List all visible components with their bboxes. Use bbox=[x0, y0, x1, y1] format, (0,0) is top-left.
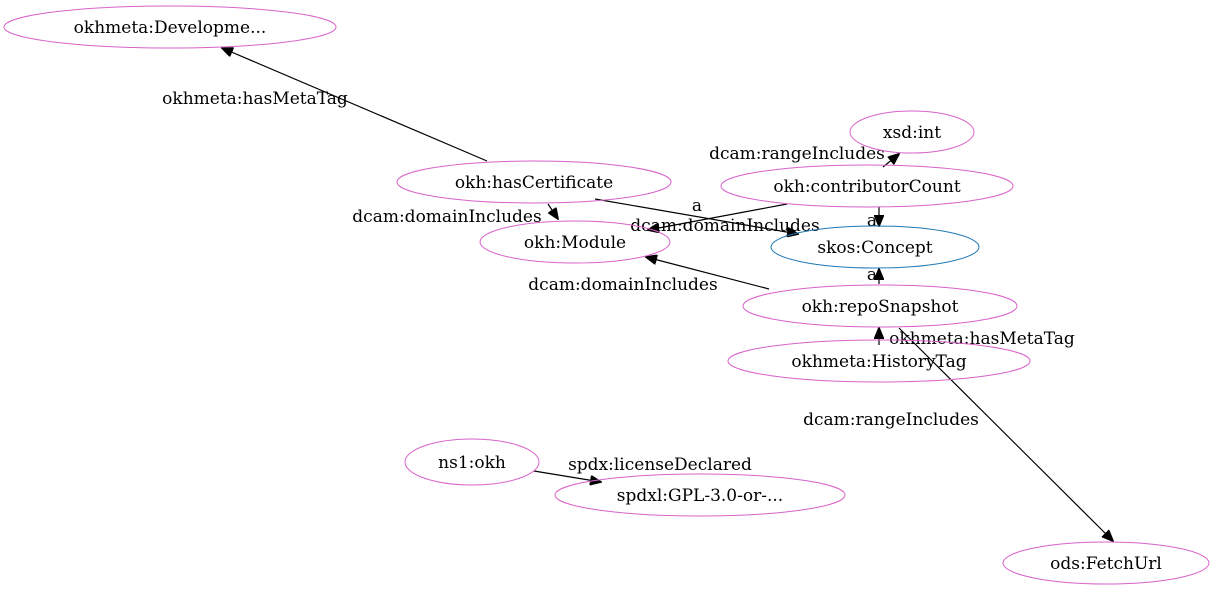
edge-label: dcam:domainIncludes bbox=[630, 216, 819, 236]
node-module[interactable]: okh:Module bbox=[479, 220, 671, 264]
edge-label: a bbox=[692, 196, 702, 216]
edge-label: spdx:licenseDeclared bbox=[568, 455, 752, 475]
node-label: xsd:int bbox=[883, 123, 941, 143]
node-gpl-license[interactable]: spdxl:GPL-3.0-or-... bbox=[554, 473, 846, 517]
edges-layer: okhmeta:hasMetaTag dcam:domainIncludes a… bbox=[162, 48, 1113, 541]
node-development-tag[interactable]: okhmeta:Developme... bbox=[3, 5, 337, 49]
node-xsd-int[interactable]: xsd:int bbox=[849, 110, 975, 154]
node-label: skos:Concept bbox=[817, 238, 932, 258]
edge-reposnapshot-to-concept[interactable]: a bbox=[867, 265, 879, 285]
node-label: spdxl:GPL-3.0-or-... bbox=[617, 486, 783, 506]
edge-label: okhmeta:hasMetaTag bbox=[162, 89, 348, 109]
edge-reposnapshot-to-fetchurl[interactable]: dcam:rangeIncludes bbox=[803, 327, 1113, 541]
node-label: okh:Module bbox=[524, 233, 626, 253]
edge-okh-to-license[interactable]: spdx:licenseDeclared bbox=[533, 455, 752, 482]
node-label: ods:FetchUrl bbox=[1050, 554, 1162, 574]
node-label: okh:contributorCount bbox=[773, 177, 960, 197]
edge-label: dcam:rangeIncludes bbox=[803, 410, 979, 430]
node-reposnapshot[interactable]: okh:repoSnapshot bbox=[742, 284, 1018, 328]
edge-contributorcount-to-concept[interactable]: a bbox=[867, 207, 879, 231]
node-skos-concept[interactable]: skos:Concept bbox=[770, 225, 980, 269]
node-label: okh:hasCertificate bbox=[455, 173, 613, 193]
node-label: okhmeta:HistoryTag bbox=[791, 352, 966, 372]
edge-hascertificate-to-concept[interactable]: a bbox=[594, 196, 798, 234]
edge-label: dcam:domainIncludes bbox=[352, 207, 541, 227]
edge-label: dcam:rangeIncludes bbox=[709, 144, 885, 164]
node-historytag[interactable]: okhmeta:HistoryTag bbox=[727, 339, 1031, 383]
edge-label: dcam:domainIncludes bbox=[528, 275, 717, 295]
node-label: ns1:okh bbox=[438, 453, 506, 473]
edge-reposnapshot-to-module[interactable]: dcam:domainIncludes bbox=[528, 257, 770, 295]
node-label: okh:repoSnapshot bbox=[802, 297, 959, 317]
node-contributorcount[interactable]: okh:contributorCount bbox=[720, 164, 1014, 208]
node-label: okhmeta:Developme... bbox=[74, 18, 267, 38]
edge-hascertificate-to-development-tag[interactable]: okhmeta:hasMetaTag bbox=[162, 48, 488, 162]
edge-label: a bbox=[867, 265, 877, 285]
edge-label: okhmeta:hasMetaTag bbox=[889, 329, 1075, 349]
node-ns1-okh[interactable]: ns1:okh bbox=[404, 438, 540, 486]
nodes-layer: okhmeta:Developme... okh:hasCertificate … bbox=[3, 5, 1210, 585]
edge-hascertificate-to-module[interactable]: dcam:domainIncludes bbox=[352, 203, 558, 227]
node-hascertificate[interactable]: okh:hasCertificate bbox=[396, 160, 672, 204]
edge-historytag-to-reposnapshot[interactable]: okhmeta:hasMetaTag bbox=[879, 328, 1075, 349]
edge-label: a bbox=[867, 211, 877, 231]
node-fetchurl[interactable]: ods:FetchUrl bbox=[1002, 541, 1210, 585]
edge-contributorcount-to-module[interactable]: dcam:domainIncludes bbox=[630, 203, 820, 236]
